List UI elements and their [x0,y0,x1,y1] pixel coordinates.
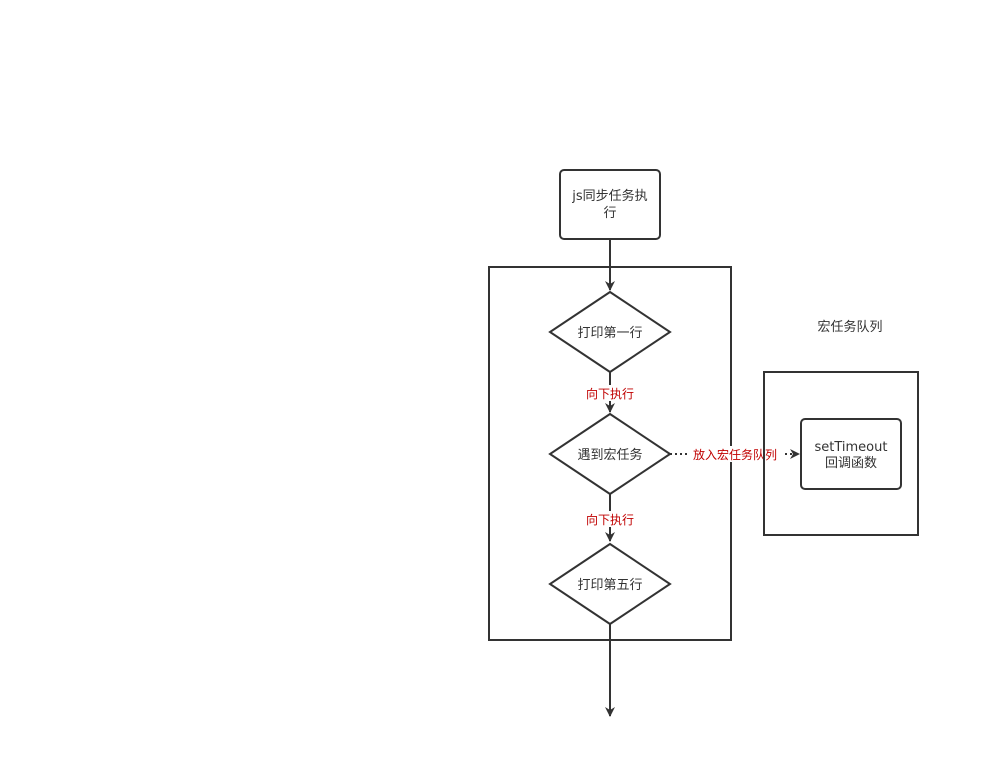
start-node-line1: js同步任务执 [571,188,647,204]
start-node: js同步任务执 行 [559,169,661,240]
start-node-line2: 行 [603,206,616,221]
meet-macro-label: 遇到宏任务 [577,447,642,463]
edge-label-bg-to-queue [689,446,782,462]
print-fifth-node: 打印第五行 [548,542,672,626]
edge-label-bg-down1 [582,385,638,401]
callback-line1: setTimeout [815,440,888,455]
print-fifth-label: 打印第五行 [577,578,642,593]
print-first-label: 打印第一行 [577,326,642,341]
edge-label-down2: 向下执行 [586,512,634,527]
macro-queue-container [763,371,919,536]
callback-line2: 回调函数 [825,456,877,471]
macro-queue-title: 宏任务队列 [817,319,882,335]
print-first-node: 打印第一行 [548,290,672,374]
edge-label-bg-down2 [582,511,638,527]
edge-label-down1: 向下执行 [586,386,634,401]
callback-node: setTimeout 回调函数 [800,418,902,490]
meet-macro-node: 遇到宏任务 [548,412,672,496]
edge-label-to-queue: 放入宏任务队列 [693,447,777,462]
